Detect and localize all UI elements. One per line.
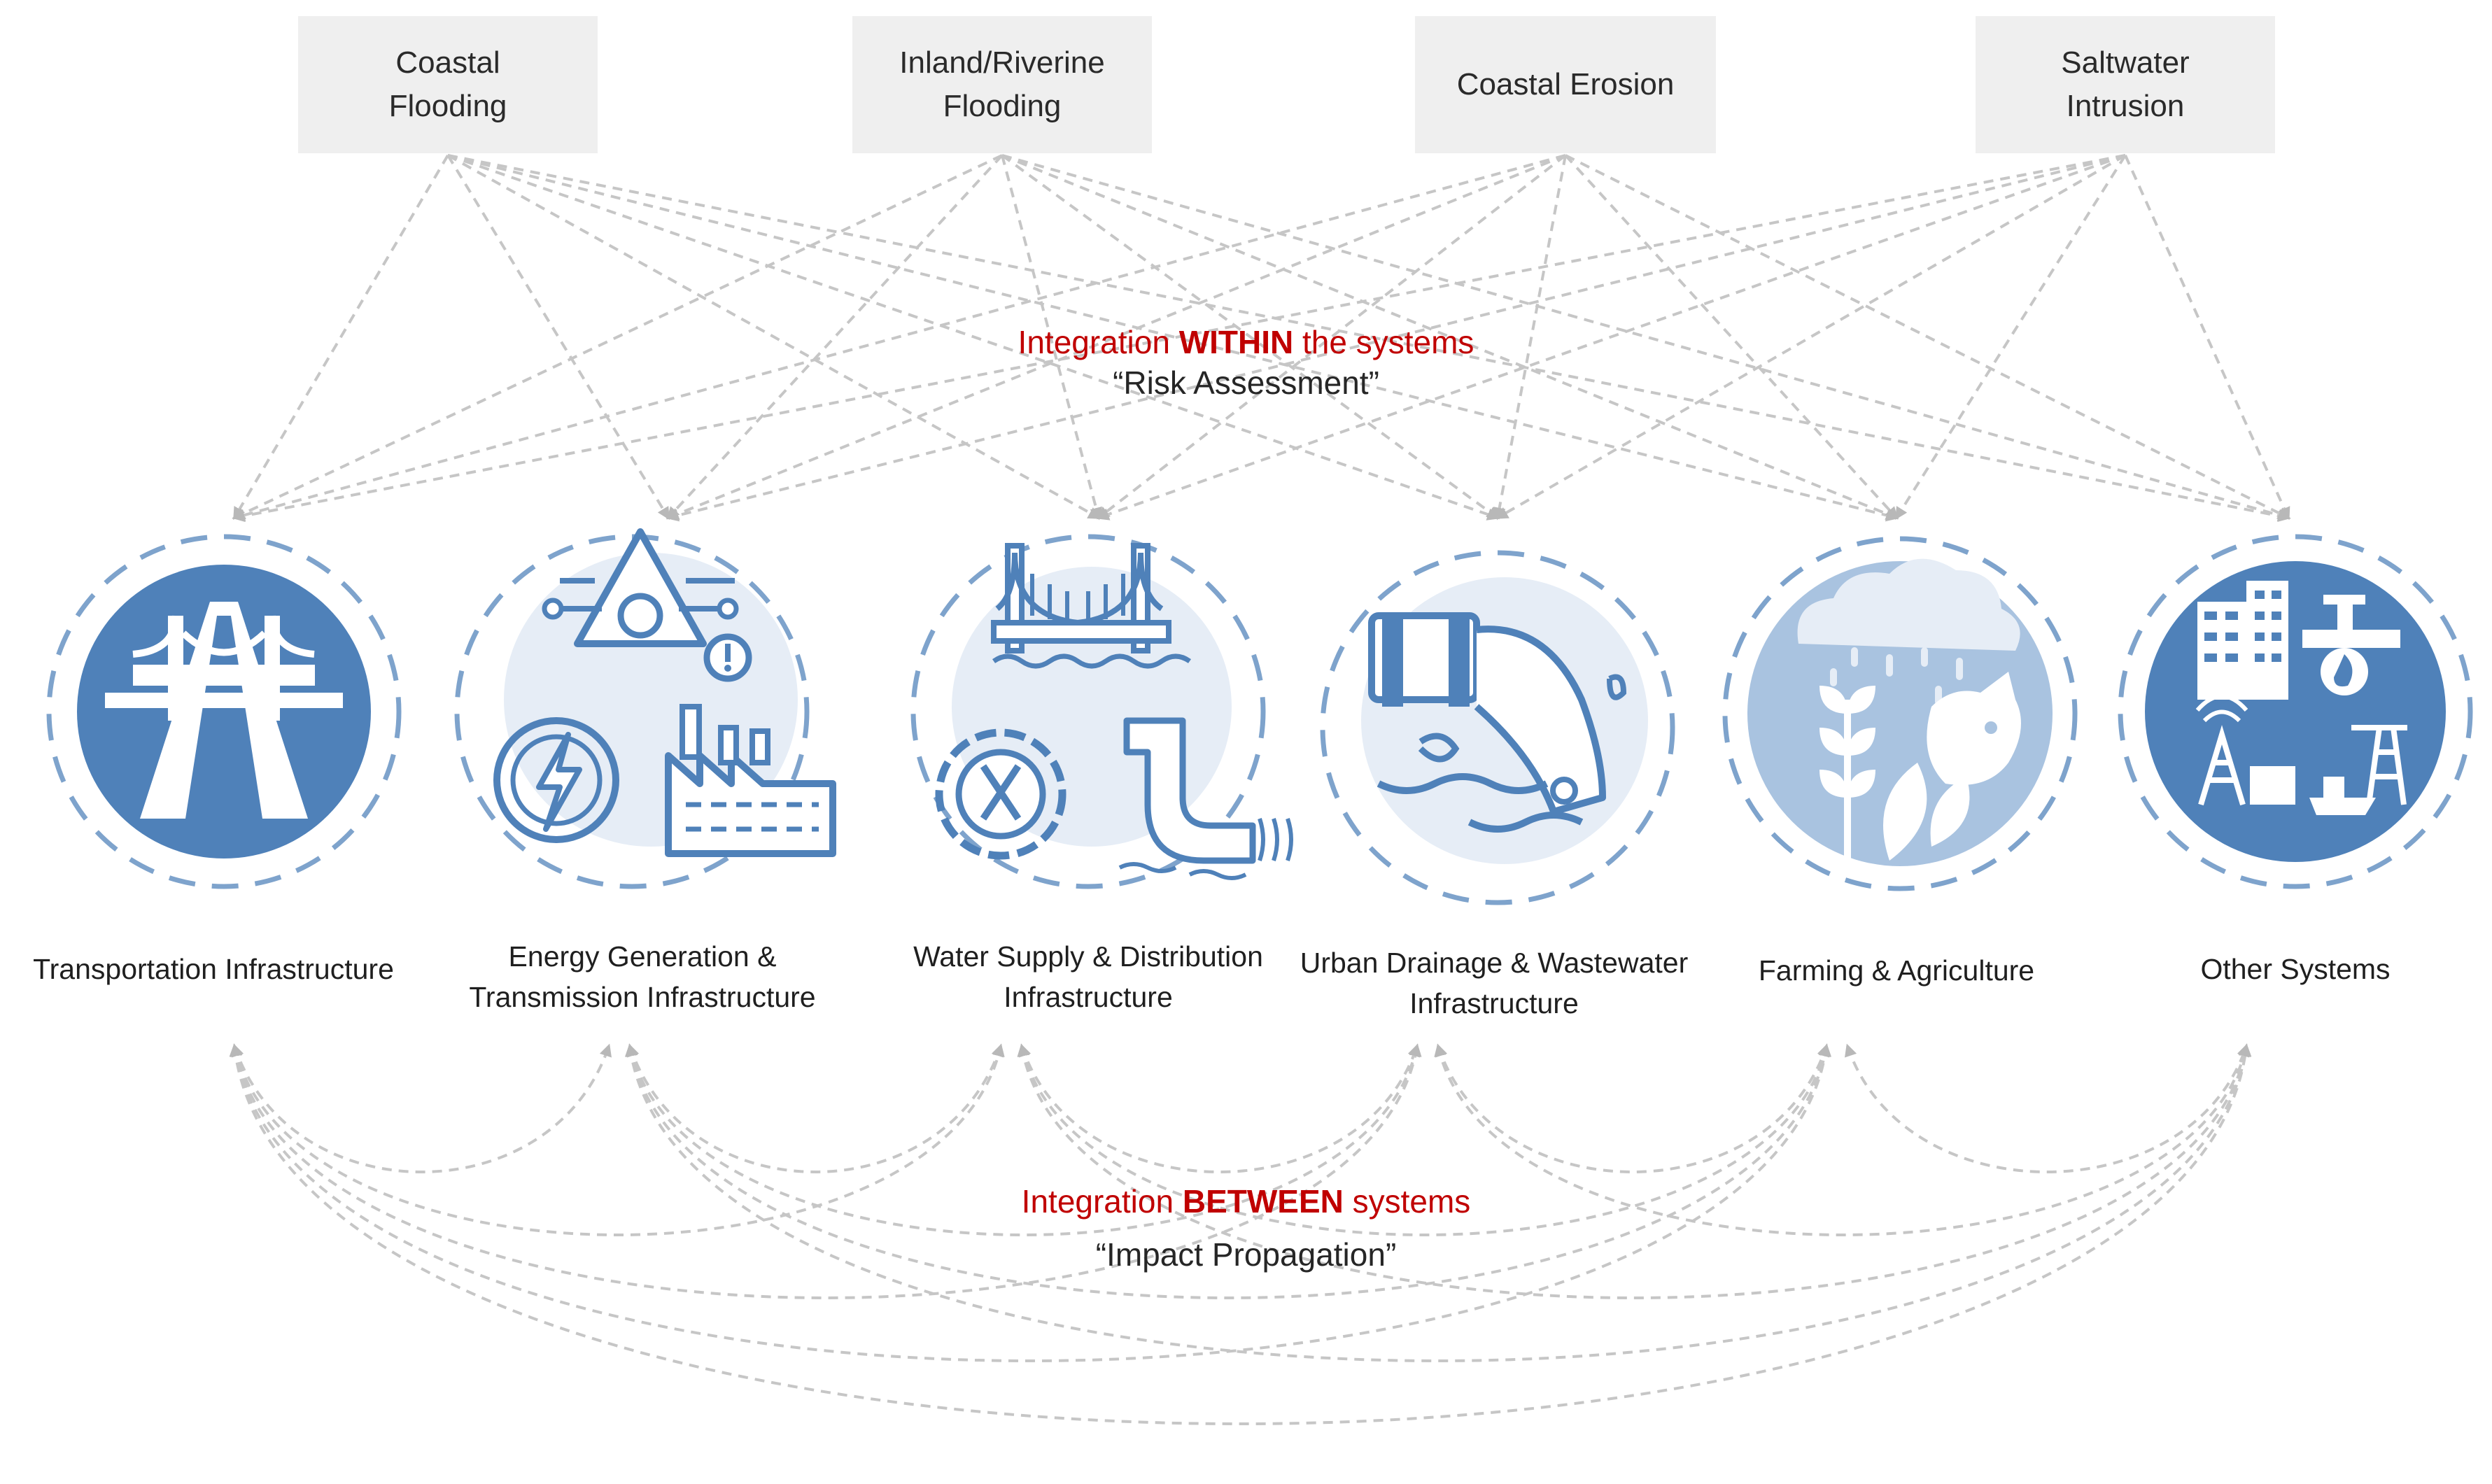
system-label-drainage: Urban Drainage & Wastewater Infrastructu… bbox=[1300, 947, 1689, 1019]
hazard-connector bbox=[1564, 154, 1899, 520]
between-connector bbox=[232, 1043, 612, 1173]
system-label-water-supply: Water Supply & Distribution Infrastructu… bbox=[913, 940, 1263, 1013]
between-connector bbox=[1845, 1043, 2249, 1173]
within-quote: “Risk Assessment” bbox=[1113, 365, 1379, 401]
hazard-coastal-erosion: Coastal Erosion bbox=[1415, 16, 1716, 153]
hazard-connectors bbox=[232, 154, 2291, 523]
system-other bbox=[2118, 534, 2473, 889]
dashed-ring bbox=[910, 534, 1266, 889]
between-connector bbox=[1018, 1043, 1831, 1236]
within-caption: Integration WITHIN the systems “Risk Ass… bbox=[0, 322, 2492, 403]
system-label-other: Other Systems bbox=[2200, 953, 2391, 985]
between-connector bbox=[1435, 1043, 1829, 1173]
between-connector bbox=[1019, 1043, 1420, 1173]
hazard-connector bbox=[232, 154, 1003, 519]
hazard-connector bbox=[666, 154, 1004, 520]
hazard-connector bbox=[446, 154, 670, 521]
hazard-connector bbox=[666, 154, 1566, 520]
hazard-connector bbox=[1001, 155, 1102, 521]
system-label-farming: Farming & Agriculture bbox=[1758, 954, 2035, 987]
system-label-transportation: Transportation Infrastructure bbox=[33, 953, 394, 985]
between-connector bbox=[1434, 1043, 2251, 1236]
hazard-connector bbox=[447, 154, 1899, 522]
hazard-connector bbox=[1565, 154, 2291, 519]
energy-factory-icon bbox=[493, 528, 836, 857]
dashed-ring bbox=[454, 534, 810, 889]
hazard-connector bbox=[232, 154, 2126, 523]
drainage-pipe-icon bbox=[1361, 577, 1648, 864]
industrial-systems-icon bbox=[2145, 561, 2446, 862]
hazard-label: Inland/Riverine Flooding bbox=[899, 45, 1105, 123]
hazard-connector bbox=[1001, 154, 1899, 520]
between-connector bbox=[230, 1043, 1831, 1362]
hazard-connector bbox=[232, 154, 1566, 521]
hazard-connector bbox=[1097, 154, 1567, 520]
hazard-connector bbox=[447, 154, 1101, 519]
dashed-ring bbox=[1722, 536, 2078, 891]
system-transportation bbox=[46, 534, 402, 889]
hazard-connector bbox=[1495, 154, 2127, 519]
bridge-road-icon bbox=[77, 565, 371, 858]
system-label-energy: Energy Generation & Transmission Infrast… bbox=[469, 940, 816, 1013]
hazard-connector bbox=[447, 154, 2291, 523]
hazard-connector bbox=[1001, 154, 1500, 520]
between-connectors bbox=[229, 1043, 2252, 1425]
dashed-ring bbox=[46, 534, 402, 889]
hazard-label: Saltwater Intrusion bbox=[2061, 45, 2190, 123]
water-supply-icon bbox=[935, 543, 1293, 880]
between-connector bbox=[229, 1043, 2252, 1425]
hazard-coastal-flooding: Coastal Flooding bbox=[298, 16, 598, 153]
farming-rain-icon bbox=[1747, 558, 2053, 866]
hazard-connector bbox=[233, 154, 449, 521]
hazard-label: Coastal Flooding bbox=[388, 45, 507, 123]
within-title: Integration WITHIN the systems bbox=[1018, 324, 1474, 360]
system-farming bbox=[1722, 536, 2078, 891]
dashed-ring bbox=[2118, 534, 2473, 889]
system-water-supply bbox=[910, 534, 1293, 889]
between-connector bbox=[625, 1043, 1831, 1299]
between-connector bbox=[1017, 1043, 2251, 1299]
between-connector bbox=[627, 1043, 1004, 1173]
hazard-label: Coastal Erosion bbox=[1456, 67, 1675, 101]
hazard-connector bbox=[666, 154, 2126, 522]
hazard-saltwater-intrusion: Saltwater Intrusion bbox=[1976, 16, 2275, 153]
system-drainage bbox=[1320, 550, 1675, 905]
hazard-connector bbox=[1096, 154, 2126, 521]
system-energy bbox=[454, 528, 836, 889]
between-title: Integration BETWEEN systems bbox=[1021, 1183, 1471, 1220]
between-quote: “Impact Propagation” bbox=[1095, 1236, 1397, 1273]
hazard-connector bbox=[447, 154, 1500, 521]
hazard-connector bbox=[1493, 155, 1567, 521]
between-caption: Integration BETWEEN systems “Impact Prop… bbox=[0, 1181, 2492, 1275]
dashed-ring bbox=[1320, 550, 1675, 905]
hazard-connector bbox=[1895, 154, 2127, 521]
between-connector bbox=[626, 1043, 1421, 1236]
between-connector bbox=[230, 1043, 1005, 1236]
between-connector bbox=[625, 1043, 2251, 1362]
hazard-inland-riverine-flooding: Inland/Riverine Flooding bbox=[852, 16, 1152, 153]
hazard-connector bbox=[1001, 154, 2291, 521]
